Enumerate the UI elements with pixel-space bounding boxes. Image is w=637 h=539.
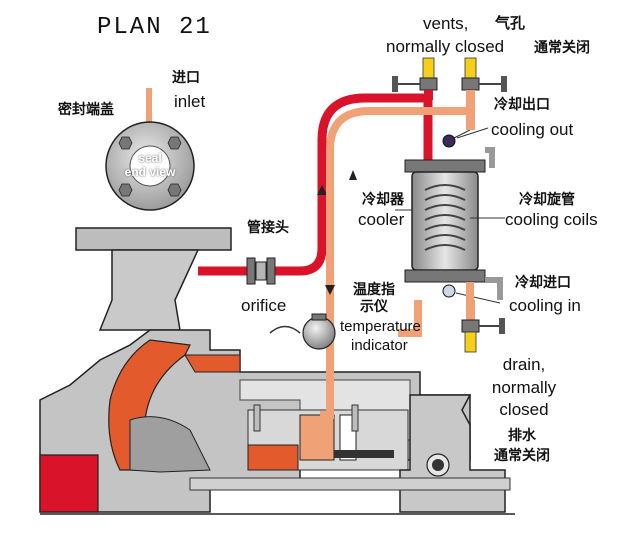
cooling-out-label-zh: 冷却出口 xyxy=(494,97,550,113)
temp-indicator-label-en-1: temperature xyxy=(340,318,421,335)
cooler-label-en: cooler xyxy=(358,210,405,229)
seal-end-view xyxy=(105,88,195,211)
cooling-in-label-zh: 冷却进口 xyxy=(515,275,571,291)
drain-label-zh-2: 通常关闭 xyxy=(494,448,550,464)
drain-label-zh-1: 排水 xyxy=(508,428,536,444)
temperature-indicator xyxy=(269,313,336,350)
temp-indicator-label-en-2: indicator xyxy=(351,337,408,354)
diagram-title: PLAN 21 xyxy=(97,14,212,41)
vents-label-zh: 气孔 xyxy=(495,14,526,32)
drain-valve xyxy=(461,282,505,353)
seal-end-view-label: seal end view xyxy=(124,151,176,179)
vents-label-en: vents, xyxy=(423,14,469,33)
cooler-label-zh: 冷却器 xyxy=(362,192,404,208)
normally-closed-label-en: normally closed xyxy=(386,37,505,56)
normally-closed-label-zh: 通常关闭 xyxy=(534,40,590,56)
cooling-out-label-en: cooling out xyxy=(491,120,574,139)
cooling-in-point xyxy=(442,284,501,304)
inlet-label-en: inlet xyxy=(174,92,206,111)
inlet-label-zh: 进口 xyxy=(172,70,200,86)
cooler-unit xyxy=(404,147,505,300)
hot-line xyxy=(198,93,433,276)
cooling-coils-label-en: cooling coils xyxy=(505,210,598,229)
orifice-fitting xyxy=(246,257,276,285)
seal-end-cover-label-zh: 密封端盖 xyxy=(58,102,114,118)
orifice-label-en: orifice xyxy=(241,296,287,315)
vent-valve-left xyxy=(392,57,438,100)
fitting-label-zh: 管接头 xyxy=(247,220,289,236)
cooling-out-point xyxy=(442,127,489,148)
cooling-coils-label-zh: 冷却旋管 xyxy=(519,192,575,208)
drain-label-en: drain, normally closed xyxy=(491,355,557,420)
vent-valve-right xyxy=(461,57,507,130)
temp-indicator-label-zh-2: 示仪 xyxy=(360,299,388,315)
temp-indicator-label-zh-1: 温度指 xyxy=(353,282,395,298)
pump-casing xyxy=(39,227,515,515)
cooling-in-label-en: cooling in xyxy=(509,296,581,315)
